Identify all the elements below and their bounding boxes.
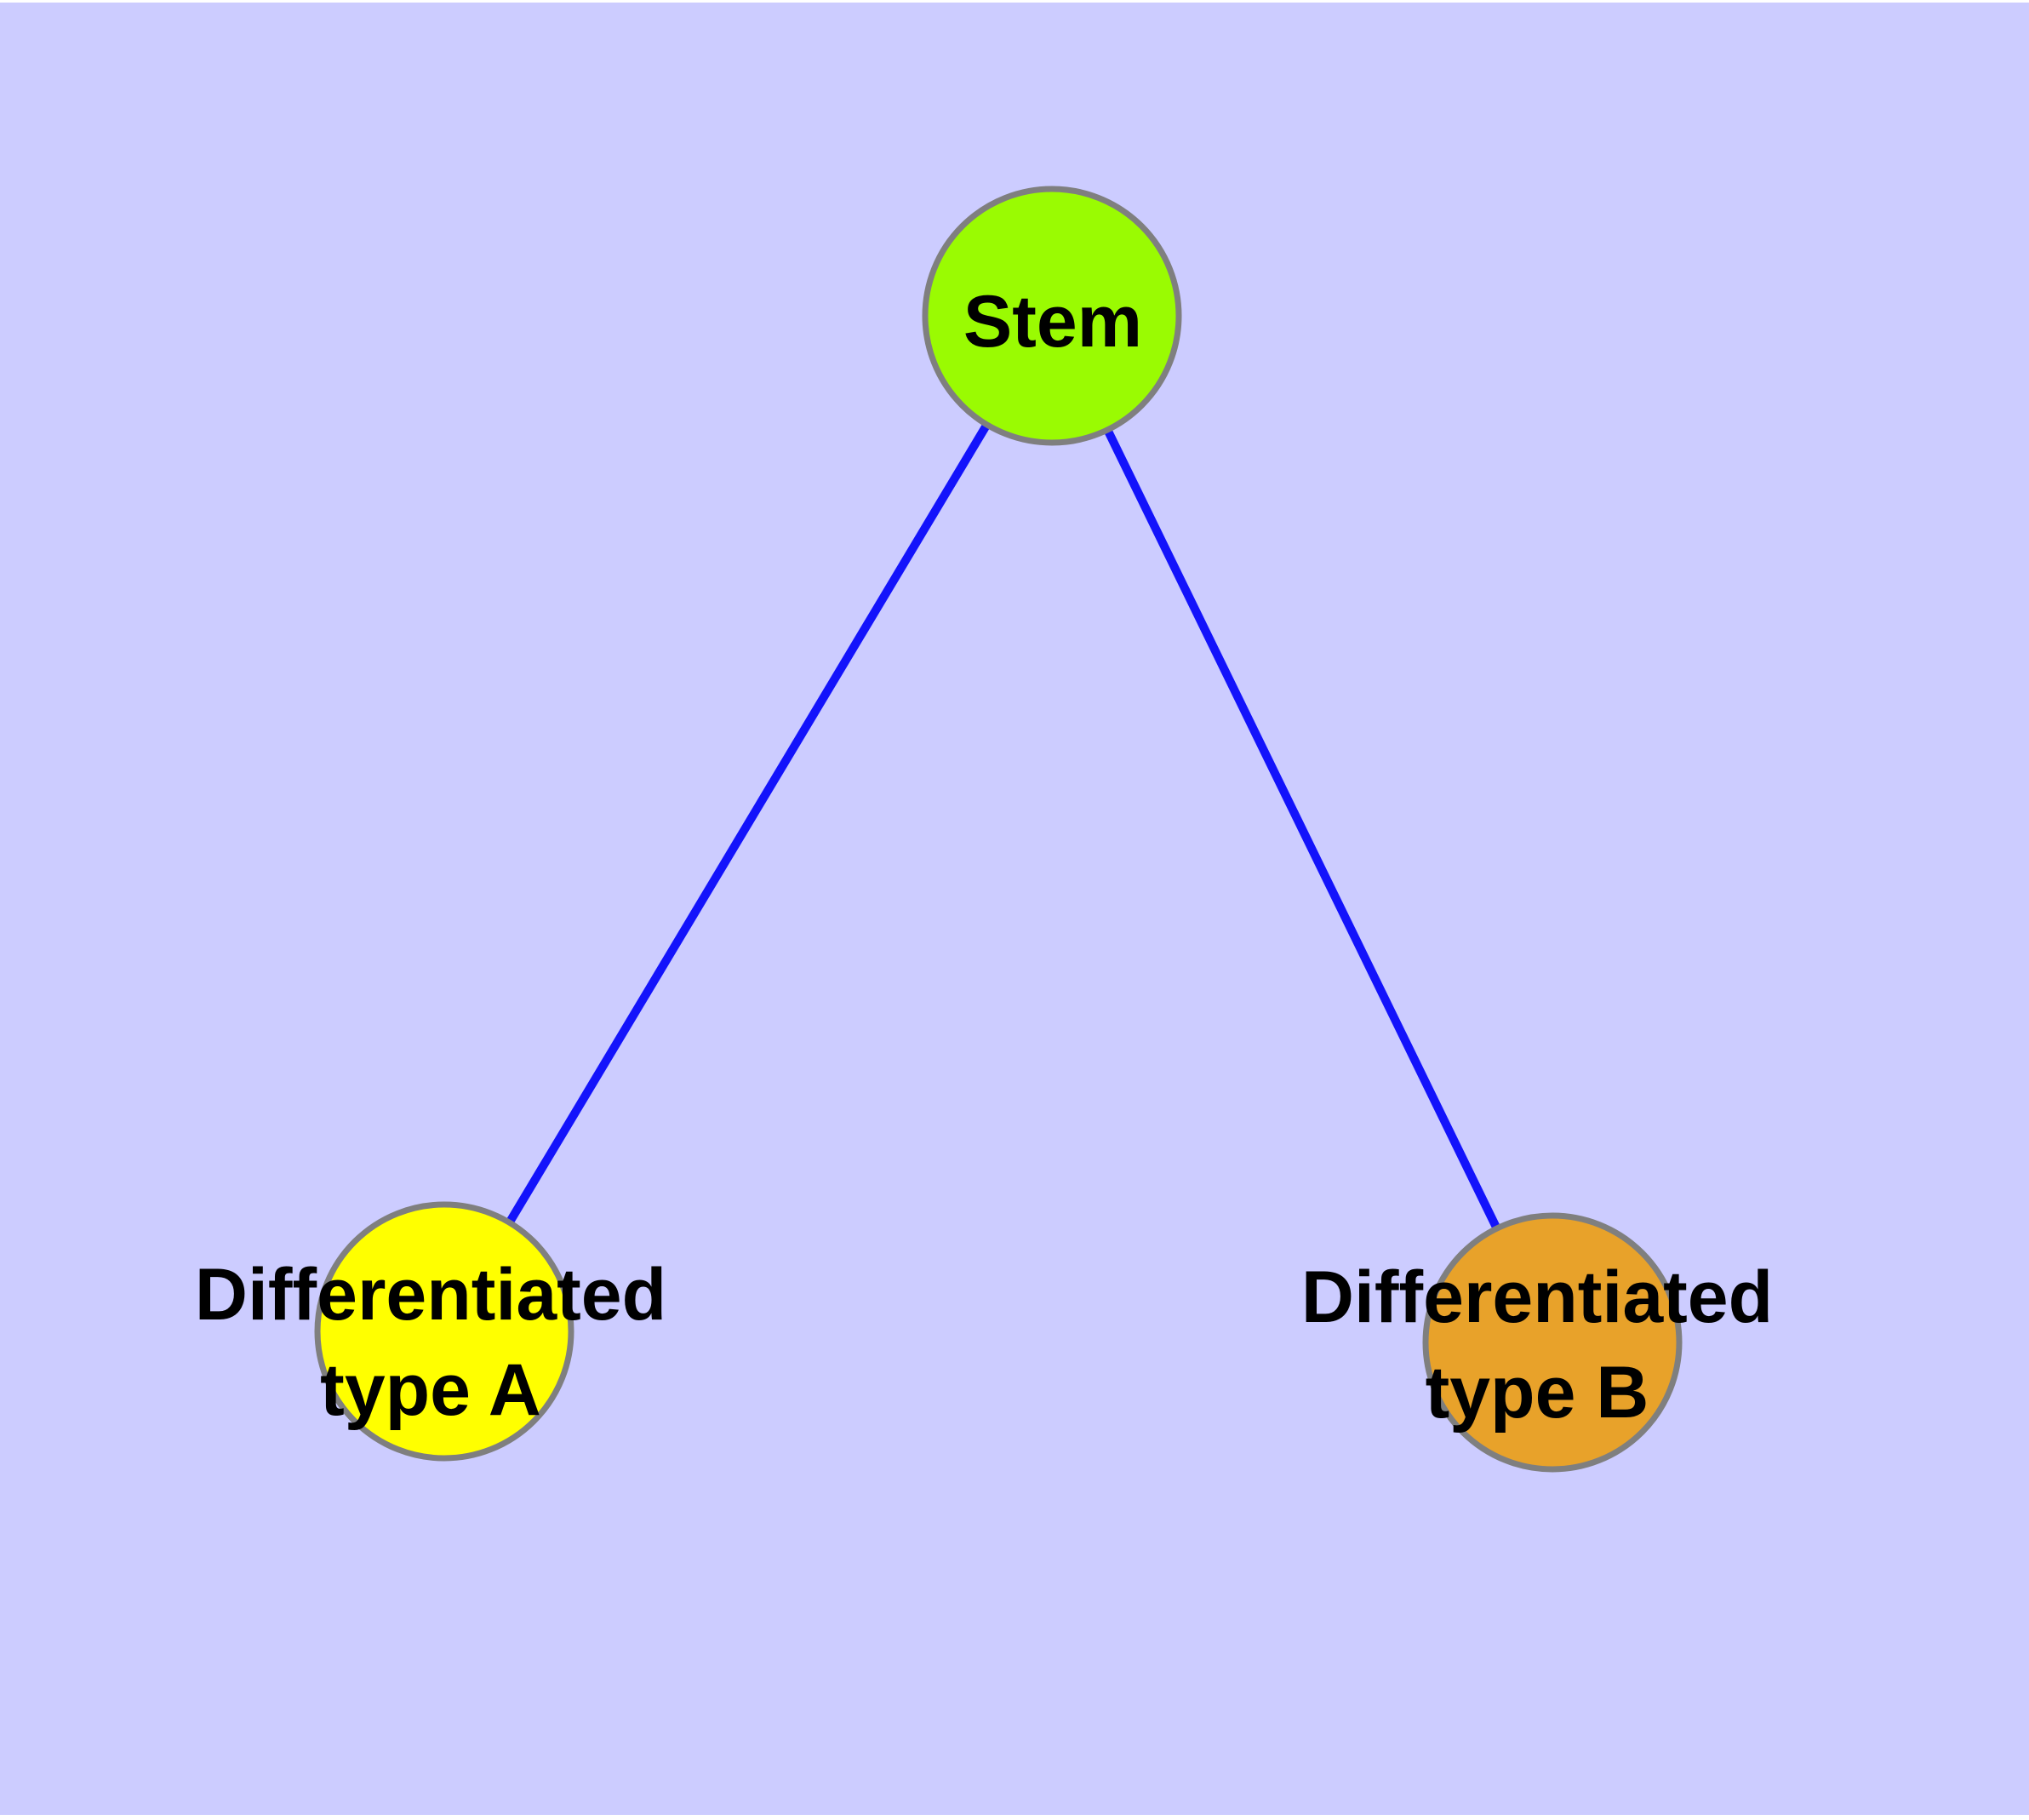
node-type-b-circle: [1422, 1212, 1683, 1473]
node-type-a-circle: [314, 1201, 574, 1462]
edge-stem-to-type-b: [1048, 313, 1557, 1345]
node-type-b-label-line1: Differentiated: [1300, 1256, 1774, 1338]
node-stem-circle: [922, 186, 1182, 446]
node-type-a-label: Differentiated type A: [195, 1247, 666, 1438]
node-stem-label-text: Stem: [963, 281, 1143, 363]
node-type-b-label: Differentiated type B: [1301, 1250, 1773, 1440]
node-type-a-label-line1: Differentiated: [194, 1254, 667, 1336]
node-stem-label: Stem: [963, 274, 1142, 369]
edge-stem-to-type-a: [440, 313, 1056, 1334]
node-type-a-label-line2: type A: [320, 1349, 541, 1431]
node-type-b-label-line2: type B: [1425, 1352, 1649, 1434]
